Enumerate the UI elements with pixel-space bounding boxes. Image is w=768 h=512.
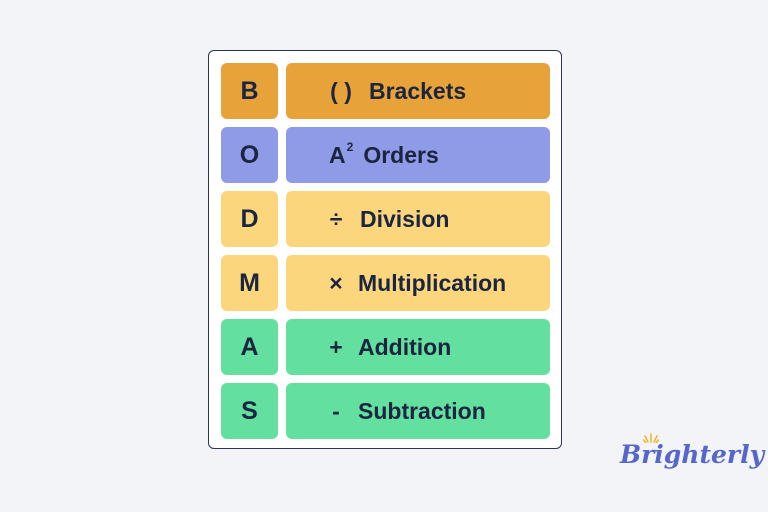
- row-orders: O A2 Orders: [221, 127, 550, 183]
- letter-s: S: [221, 383, 278, 439]
- brackets-symbol: ( ): [330, 77, 352, 104]
- label-subtraction: - Subtraction: [286, 383, 550, 439]
- letter-d: D: [221, 191, 278, 247]
- brackets-word: Brackets: [369, 77, 467, 104]
- label-addition: + Addition: [286, 319, 550, 375]
- multiplication-word: Multiplication: [358, 269, 507, 296]
- row-multiplication: M × Multiplication: [221, 255, 550, 311]
- subtraction-word: Subtraction: [358, 397, 486, 424]
- sun-rays-icon: [643, 433, 659, 443]
- letter-b: B: [221, 63, 278, 119]
- addition-symbol: +: [329, 333, 343, 360]
- label-orders: A2 Orders: [286, 127, 550, 183]
- brighterly-logo: Brighterly: [620, 440, 765, 469]
- orders-word: Orders: [363, 141, 439, 168]
- bodmas-table: B ( ) Brackets O A2 Orders D ÷ Division …: [208, 50, 562, 449]
- division-symbol: ÷: [329, 205, 343, 232]
- label-division: ÷ Division: [286, 191, 550, 247]
- letter-m: M: [221, 255, 278, 311]
- label-multiplication: × Multiplication: [286, 255, 550, 311]
- multiplication-symbol: ×: [329, 269, 343, 296]
- orders-symbol: A2: [329, 139, 354, 168]
- row-subtraction: S - Subtraction: [221, 383, 550, 439]
- division-word: Division: [360, 205, 450, 232]
- label-brackets: ( ) Brackets: [286, 63, 550, 119]
- letter-o: O: [221, 127, 278, 183]
- row-addition: A + Addition: [221, 319, 550, 375]
- row-division: D ÷ Division: [221, 191, 550, 247]
- row-brackets: B ( ) Brackets: [221, 63, 550, 119]
- addition-word: Addition: [358, 333, 452, 360]
- letter-a: A: [221, 319, 278, 375]
- subtraction-symbol: -: [332, 397, 340, 424]
